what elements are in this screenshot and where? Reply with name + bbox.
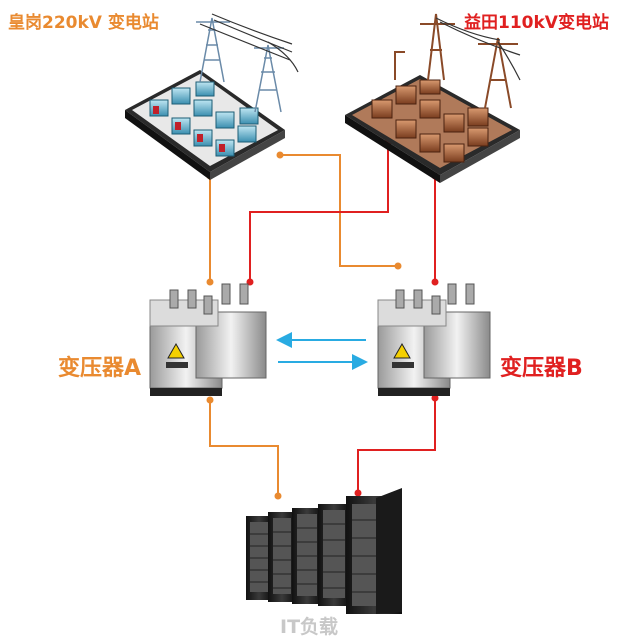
connections <box>209 142 436 496</box>
substation-right-graphic <box>345 13 521 183</box>
it-load-label: IT负载 <box>280 616 339 638</box>
substation-left-label: 皇岗220kV 变电站 <box>8 13 159 33</box>
tie-arrows <box>276 332 368 370</box>
line-left-to-b <box>280 154 398 267</box>
line-a-to-load <box>209 400 279 496</box>
transformer-a-graphic <box>149 283 267 396</box>
it-load-racks <box>246 488 402 614</box>
line-b-to-load <box>357 398 436 493</box>
transformer-b-label: 变压器B <box>500 356 583 381</box>
substation-left-graphic <box>125 13 299 180</box>
line-right-to-a <box>249 142 389 282</box>
substation-right-label: 益田110kV变电站 <box>464 13 609 33</box>
transformer-a-label: 变压器A <box>58 356 142 381</box>
transformer-b-graphic <box>377 283 491 396</box>
